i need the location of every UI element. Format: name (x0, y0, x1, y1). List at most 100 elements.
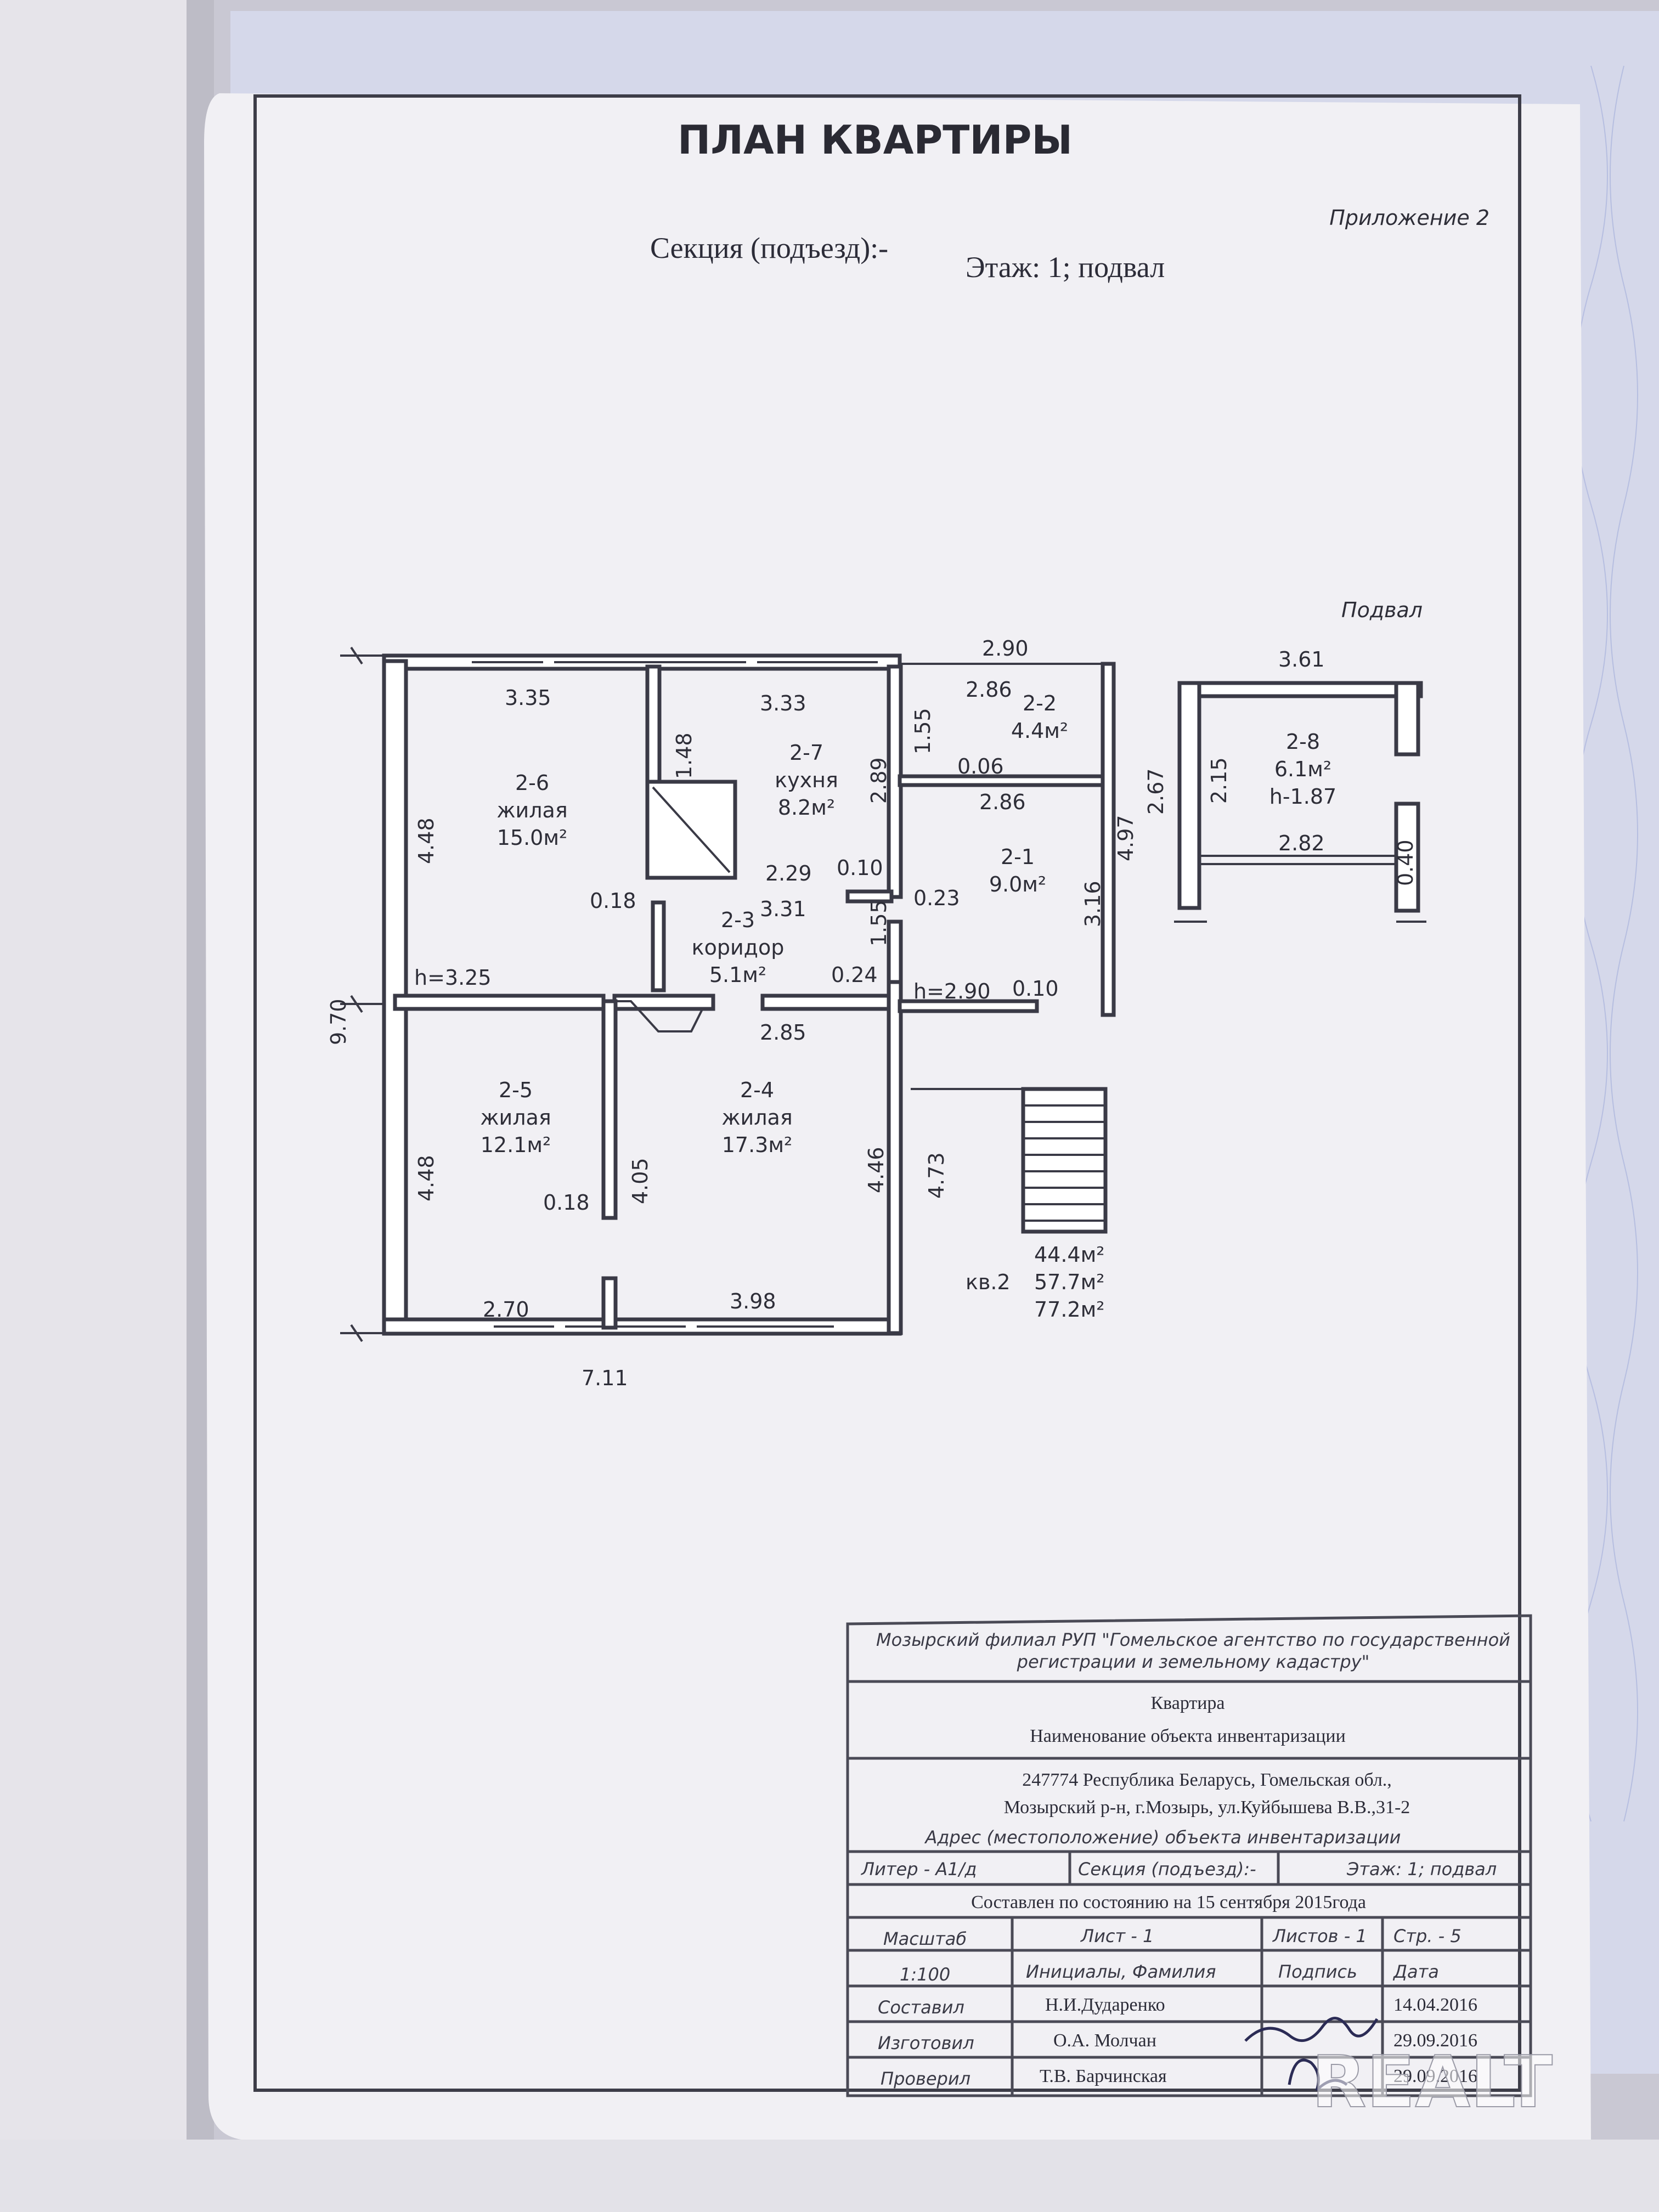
dim-label: 9.70 (326, 998, 351, 1045)
dim-label: 2.90 (982, 636, 1029, 661)
page-frame (253, 94, 1521, 2092)
scale-label: Масштаб (883, 1928, 967, 1949)
dim-label: 0.18 (590, 889, 636, 913)
dim-label: 2.82 (1278, 831, 1325, 855)
col-date: Дата (1392, 1961, 1439, 1982)
name-checked: Т.В. Барчинская (1040, 2066, 1167, 2086)
object-name: Квартира (1150, 1693, 1224, 1713)
dim-label: 2.89 (867, 757, 891, 804)
scale-value: 1:100 (900, 1964, 950, 1985)
room-labels: 2-6 жилая 15.0м² 2-7 кухня 8.2м² 2-2 4.4… (480, 691, 1336, 1157)
dim-label: 3.16 (1081, 881, 1105, 927)
dim-label: 0.10 (837, 856, 883, 880)
dim-label: 2.86 (966, 678, 1012, 702)
room-2-4-name: жилая (721, 1105, 792, 1130)
dim-label: 2.70 (483, 1297, 529, 1322)
dim-label: 2.86 (979, 790, 1026, 814)
section-label: Секция (подъезд):- (650, 232, 888, 264)
signature-checked (1288, 2058, 1348, 2091)
room-2-3-id: 2-3 (721, 908, 755, 932)
room-2-4-area: 17.3м² (722, 1133, 793, 1157)
room-2-6-id: 2-6 (515, 771, 549, 795)
page-title: ПЛАН КВАРТИРЫ (678, 117, 1073, 163)
address-line-1: 247774 Республика Беларусь, Гомельская о… (1022, 1770, 1392, 1790)
dim-label: 3.31 (760, 897, 806, 921)
room-2-5-name: жилая (480, 1105, 551, 1130)
dim-label: 3.61 (1278, 647, 1325, 672)
realt-watermark: REALT (1311, 2040, 1553, 2124)
dim-label: 4.48 (414, 817, 438, 864)
room-2-2-area: 4.4м² (1011, 719, 1068, 743)
room-2-7-id: 2-7 (789, 741, 823, 765)
tb-floor: Этаж: 1; подвал (1346, 1859, 1497, 1880)
room-2-3-area: 5.1м² (709, 963, 766, 987)
total-area-3: 77.2м² (1034, 1297, 1105, 1322)
sheet: Лист - 1 (1080, 1926, 1154, 1946)
name-made: О.А. Молчан (1053, 2030, 1156, 2051)
sheets: Листов - 1 (1272, 1926, 1367, 1946)
dim-label: 4.46 (864, 1147, 888, 1193)
address-line-2: Мозырский р-н, г.Мозырь, ул.Куйбышева В.… (1004, 1797, 1410, 1818)
dimension-labels: 2.90 3.35 3.33 2.86 0.06 2.86 2.29 0.10 … (326, 636, 1418, 1390)
col-name: Инициалы, Фамилия (1026, 1961, 1216, 1982)
compiled-date: Составлен по состоянию на 15 сентября 20… (971, 1892, 1366, 1912)
role-checked: Проверил (881, 2068, 970, 2089)
room-2-5-id: 2-5 (499, 1078, 533, 1102)
dim-label: 2.67 (1144, 768, 1168, 815)
room-2-6-name: жилая (496, 798, 567, 822)
room-2-4-id: 2-4 (740, 1078, 774, 1102)
dim-label: 2.15 (1207, 757, 1231, 804)
appendix-label: Приложение 2 (1329, 206, 1489, 230)
dim-label: 7.11 (582, 1366, 628, 1390)
dim-label: 0.06 (957, 754, 1004, 778)
room-2-8-area: 6.1м² (1274, 757, 1331, 781)
date-checked: 29.09.2016 (1393, 2066, 1477, 2086)
plan-walls (340, 646, 1116, 1342)
role-made: Изготовил (878, 2033, 974, 2053)
object-caption: Наименование объекта инвентаризации (1030, 1726, 1346, 1746)
role-compiled: Составил (878, 1997, 964, 2018)
dim-label: 3.33 (760, 691, 806, 715)
room-2-1-area: 9.0м² (989, 872, 1046, 896)
dim-label: 0.18 (543, 1190, 590, 1215)
dim-label: 1.55 (911, 708, 935, 754)
floor-label: Этаж: 1; подвал (966, 251, 1165, 284)
room-2-7-area: 8.2м² (778, 795, 835, 820)
room-2-8-id: 2-8 (1286, 730, 1320, 754)
dim-label: 3.35 (505, 686, 551, 710)
room-2-1-id: 2-1 (1001, 845, 1035, 869)
dim-label: 4.05 (628, 1158, 652, 1204)
date-compiled: 14.04.2016 (1393, 1995, 1477, 2015)
dim-label: h=3.25 (414, 966, 492, 990)
name-compiled: Н.И.Дударенко (1045, 1995, 1165, 2015)
total-area-1: 44.4м² (1034, 1243, 1105, 1267)
room-2-6-area: 15.0м² (497, 826, 568, 850)
tb-section: Секция (подъезд):- (1078, 1859, 1256, 1880)
room-2-2-id: 2-2 (1023, 691, 1057, 715)
dim-label: 1.48 (672, 732, 696, 779)
dim-label: 4.48 (414, 1155, 438, 1201)
title-block: Мозырский филиал РУП "Гомельское агентст… (846, 1614, 1532, 2097)
basement-label: Подвал (1341, 598, 1423, 622)
dim-label: 0.10 (1012, 977, 1059, 1001)
total-area-2: 57.7м² (1034, 1270, 1105, 1294)
dim-label: h=2.90 (913, 979, 991, 1003)
dim-label: 4.73 (924, 1152, 949, 1199)
dim-label: 3.98 (730, 1289, 776, 1313)
signature-made (1244, 2017, 1379, 2042)
room-2-5-area: 12.1м² (481, 1133, 551, 1157)
dim-label: 2.29 (765, 861, 812, 885)
apartment-totals: кв.2 44.4м² 57.7м² 77.2м² (966, 1243, 1105, 1322)
dim-label: 2.85 (760, 1020, 806, 1045)
basement-walls (1174, 681, 1426, 923)
left-page (0, 0, 208, 2212)
room-2-7-name: кухня (775, 768, 838, 792)
room-2-8-height: h-1.87 (1269, 785, 1336, 809)
org-line-1: Мозырский филиал РУП "Гомельское агентст… (876, 1629, 1510, 1650)
dim-label: 4.97 (1114, 815, 1138, 861)
col-sign: Подпись (1278, 1961, 1357, 1982)
page-number: Стр. - 5 (1393, 1926, 1462, 1946)
dim-label: 1.55 (867, 900, 891, 946)
date-made: 29.09.2016 (1393, 2030, 1477, 2051)
